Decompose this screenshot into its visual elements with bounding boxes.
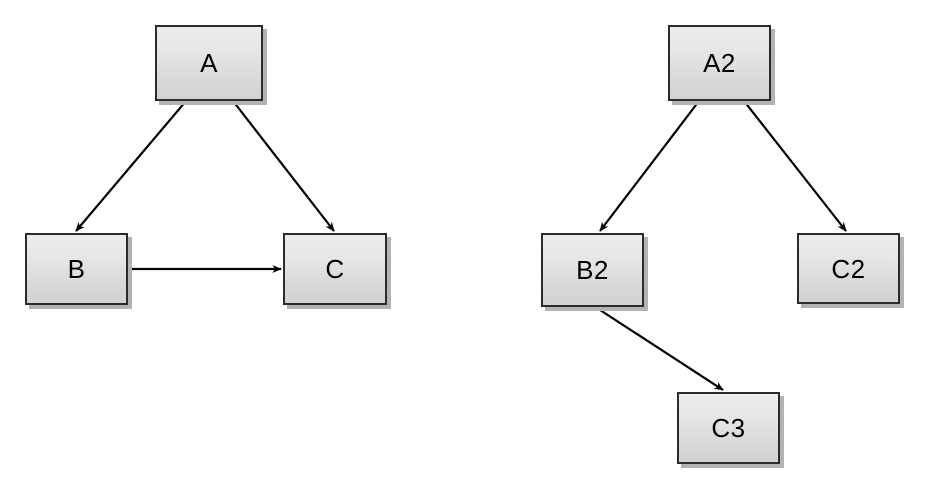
- node-c3[interactable]: C3: [677, 392, 780, 464]
- edge-b2-to-c3: [596, 307, 724, 391]
- node-label-b: B: [67, 254, 86, 284]
- node-label-c3: C3: [711, 413, 746, 443]
- node-label-a2: A2: [703, 48, 736, 78]
- node-c[interactable]: C: [283, 233, 387, 305]
- node-b2[interactable]: B2: [541, 233, 644, 307]
- edge-a-to-b: [75, 100, 187, 232]
- edge-a-to-c: [232, 100, 335, 232]
- edges-group: [75, 100, 847, 391]
- node-label-c2: C2: [831, 253, 866, 284]
- node-label-c: C: [325, 254, 345, 284]
- node-a[interactable]: A: [155, 25, 263, 101]
- node-label-a: A: [200, 48, 218, 78]
- node-b[interactable]: B: [25, 233, 128, 305]
- edge-a2-to-b2: [599, 100, 700, 232]
- edge-a2-to-c2: [743, 100, 847, 232]
- node-a2[interactable]: A2: [668, 25, 771, 101]
- node-c2[interactable]: C2: [797, 233, 900, 304]
- node-label-b2: B2: [576, 255, 609, 285]
